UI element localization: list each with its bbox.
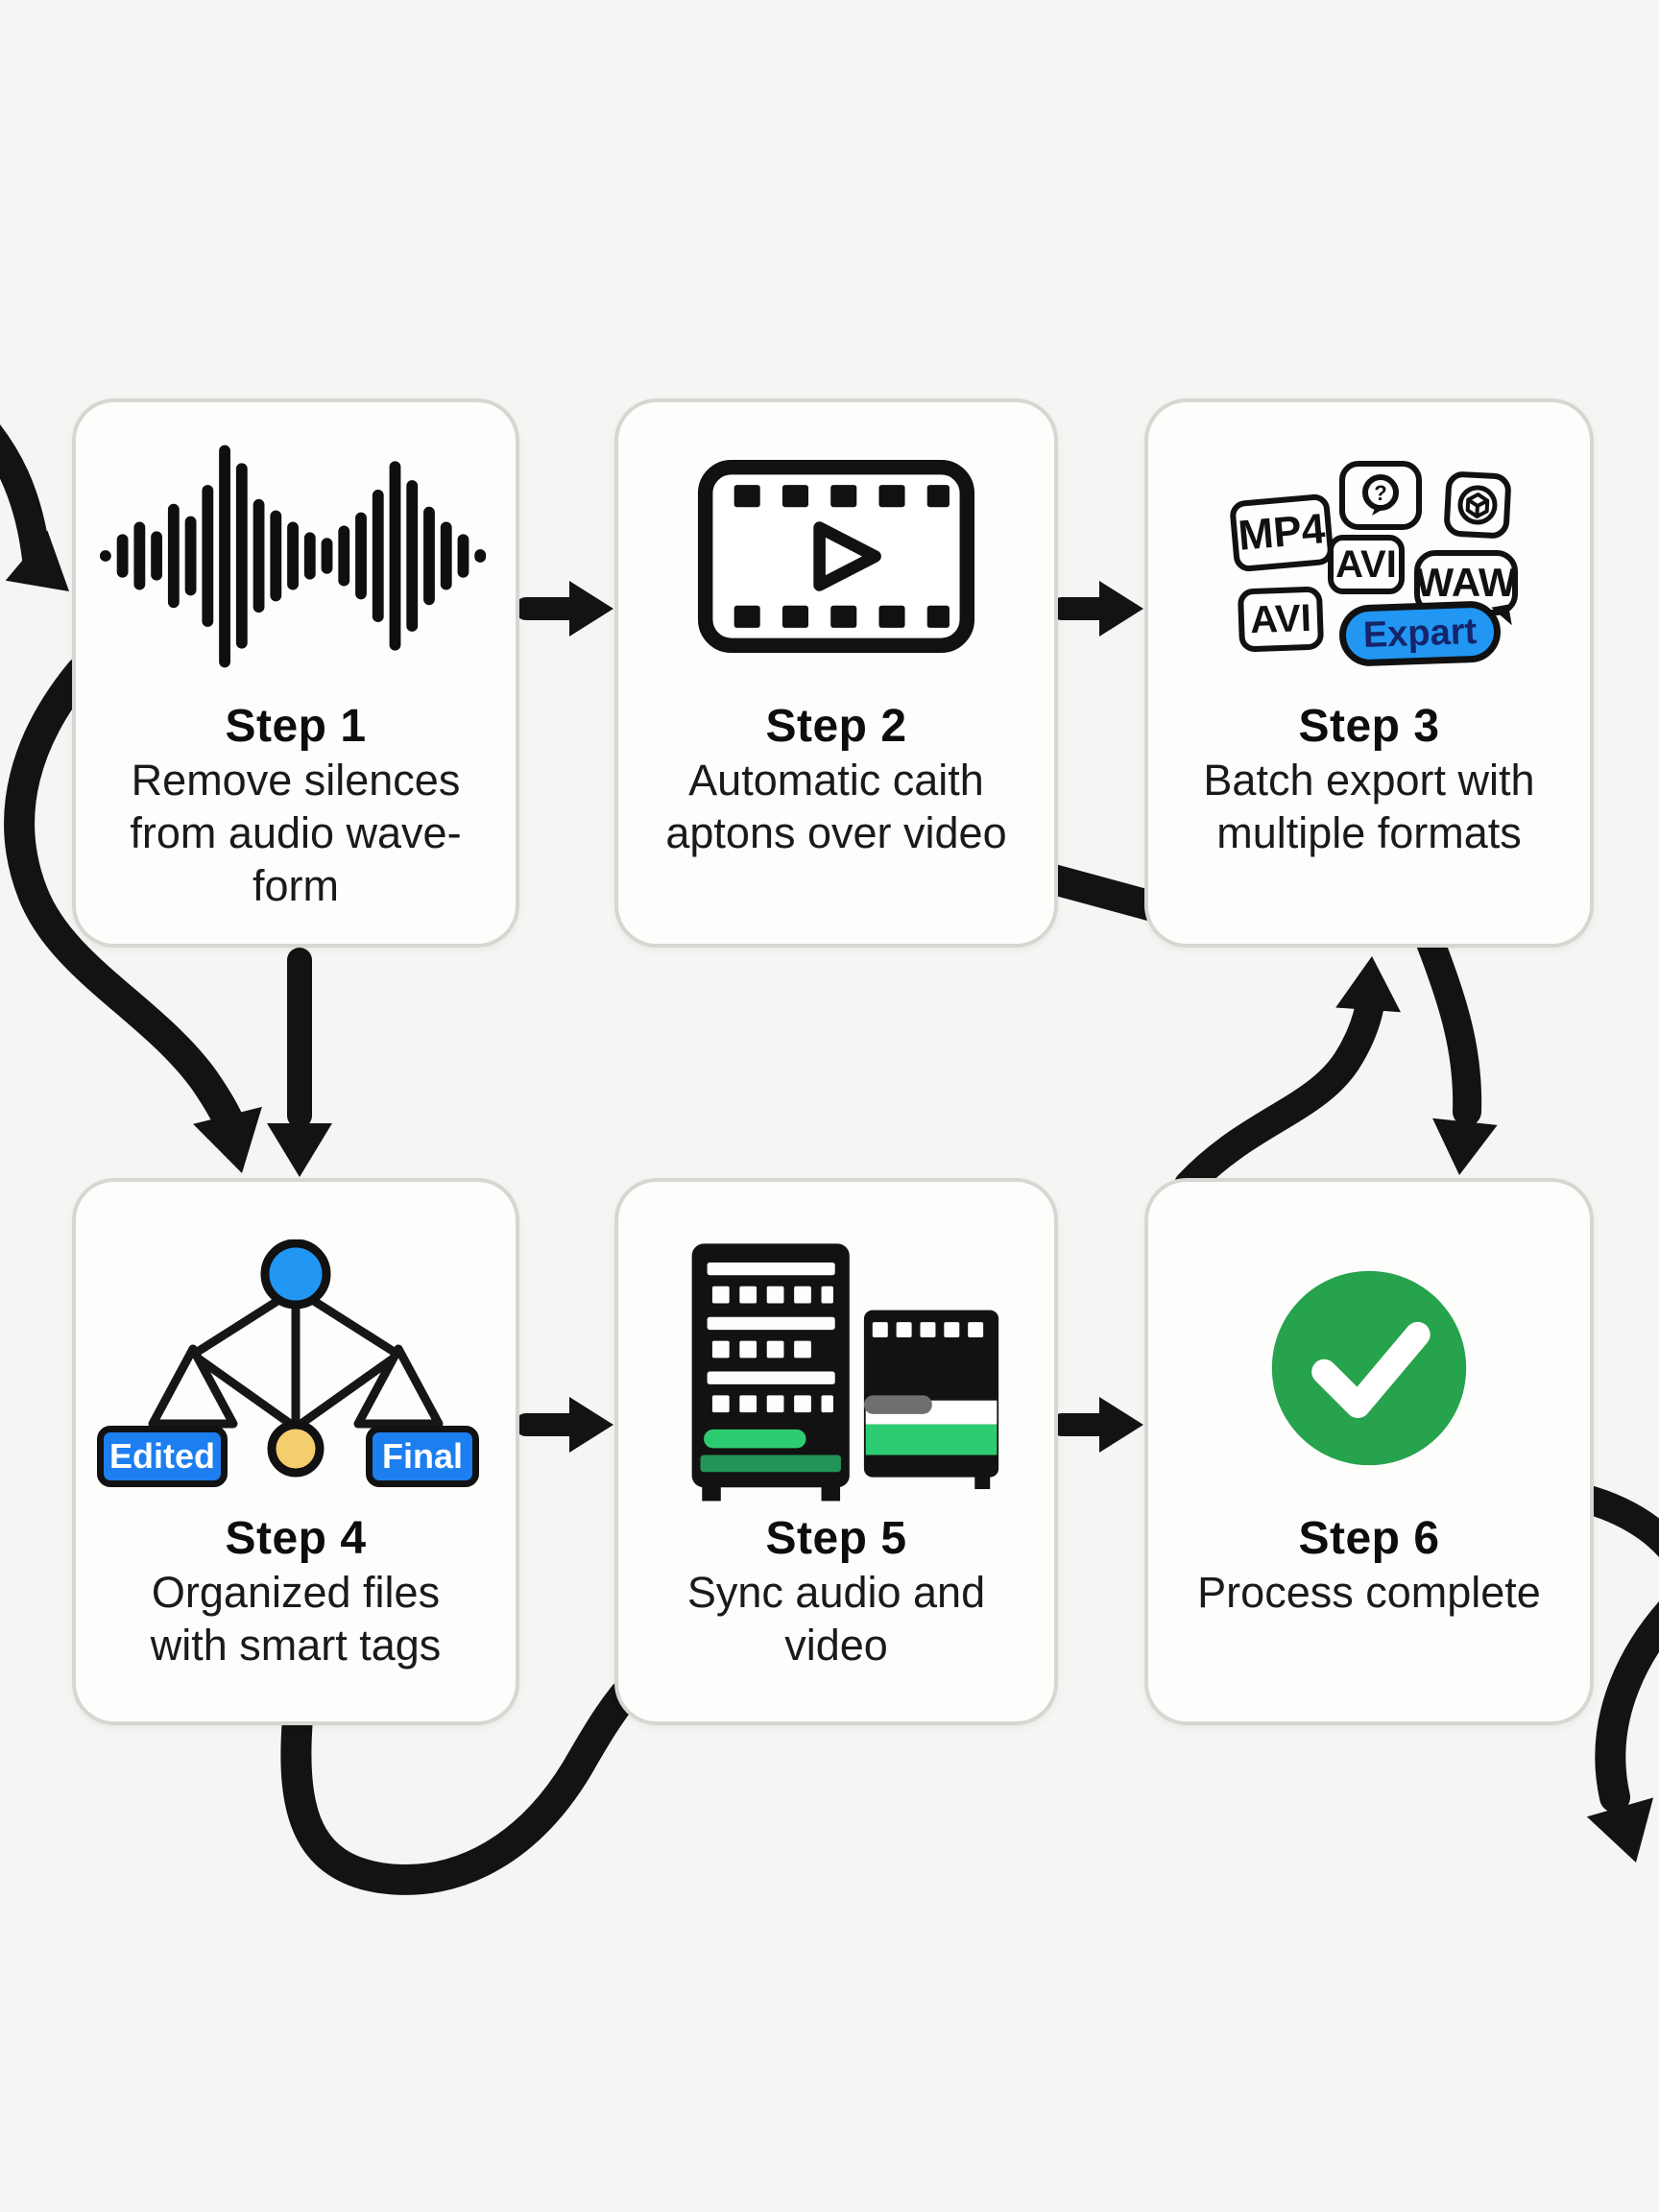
format-badge-avi-top: AVI — [1328, 535, 1405, 594]
connector-step4-step5-bottom-curve — [280, 1680, 639, 1895]
step-card-4: Edited Final Step 4 Organized files with… — [72, 1178, 519, 1725]
arrow-bottom-right — [1586, 1601, 1659, 1863]
step-description: Remove silences from audio wave- form — [130, 756, 462, 910]
step-description: Automatic caith aptons over video — [665, 756, 1007, 857]
step-description: Process complete — [1197, 1568, 1541, 1617]
filmstrip-play-icon-svg — [697, 459, 975, 653]
step-title: Step 2 — [765, 701, 907, 752]
cube-badge — [1443, 470, 1512, 540]
filmstrip-play-icon — [618, 416, 1054, 696]
sync-blocks-icon-svg — [691, 1243, 998, 1502]
step-card-6: Step 6 Process complete — [1144, 1178, 1594, 1725]
step-card-5: Step 5 Sync audio and video — [614, 1178, 1058, 1725]
waveform-icon — [76, 416, 516, 696]
arrow-step3-to-step6-curve — [1416, 928, 1498, 1175]
tag-final: Final — [366, 1426, 479, 1487]
arrow-step2-to-step3 — [1050, 581, 1143, 637]
step-description: Batch export with multiple formats — [1203, 756, 1535, 857]
export-button[interactable]: Expart — [1337, 600, 1503, 667]
check-circle-icon-svg — [1271, 1270, 1467, 1466]
connector-step2-step3-diagonal — [1045, 861, 1158, 924]
question-bubble-icon: ? — [1362, 474, 1399, 516]
file-tree-icon-svg — [148, 1239, 444, 1478]
check-circle-icon — [1148, 1228, 1590, 1508]
arrow-step4-to-step5 — [515, 1397, 613, 1453]
cube-icon — [1457, 485, 1498, 525]
arrow-step1-to-step4-curve — [4, 657, 262, 1173]
step-title: Step 3 — [1298, 701, 1440, 752]
sync-blocks-icon — [618, 1228, 1054, 1508]
arrow-step5-to-step6 — [1050, 1397, 1143, 1453]
step-title: Step 5 — [765, 1513, 907, 1564]
format-badge-avi-bottom: AVI — [1237, 586, 1325, 653]
arrow-step1-to-step2 — [515, 581, 613, 637]
step-title: Step 6 — [1298, 1513, 1440, 1564]
file-tree-icon: Edited Final — [76, 1228, 516, 1508]
step-description: Sync audio and video — [686, 1568, 986, 1670]
connector-step6-exit-right — [1568, 1483, 1659, 1558]
arrow-step1-to-step4-straight — [267, 948, 332, 1177]
svg-text:?: ? — [1374, 481, 1386, 505]
step-card-1: Step 1 Remove silences from audio wave- … — [72, 398, 519, 948]
step-title: Step 1 — [225, 701, 367, 752]
arrow-step6-to-step3-curve — [1174, 956, 1402, 1199]
step-title: Step 4 — [225, 1513, 367, 1564]
format-badge-mp4: MP4 — [1228, 493, 1335, 573]
tag-edited: Edited — [97, 1426, 228, 1487]
step-card-3: MP4 ? AVI WAW AVI Expart Step 3 Batch ex… — [1144, 398, 1594, 948]
step-card-2: Step 2 Automatic caith aptons over video — [614, 398, 1058, 948]
arrow-entry-to-step1 — [0, 424, 69, 591]
question-bubble-badge: ? — [1339, 461, 1422, 530]
step-description: Organized files with smart tags — [150, 1568, 442, 1670]
waveform-icon-svg — [99, 445, 487, 668]
